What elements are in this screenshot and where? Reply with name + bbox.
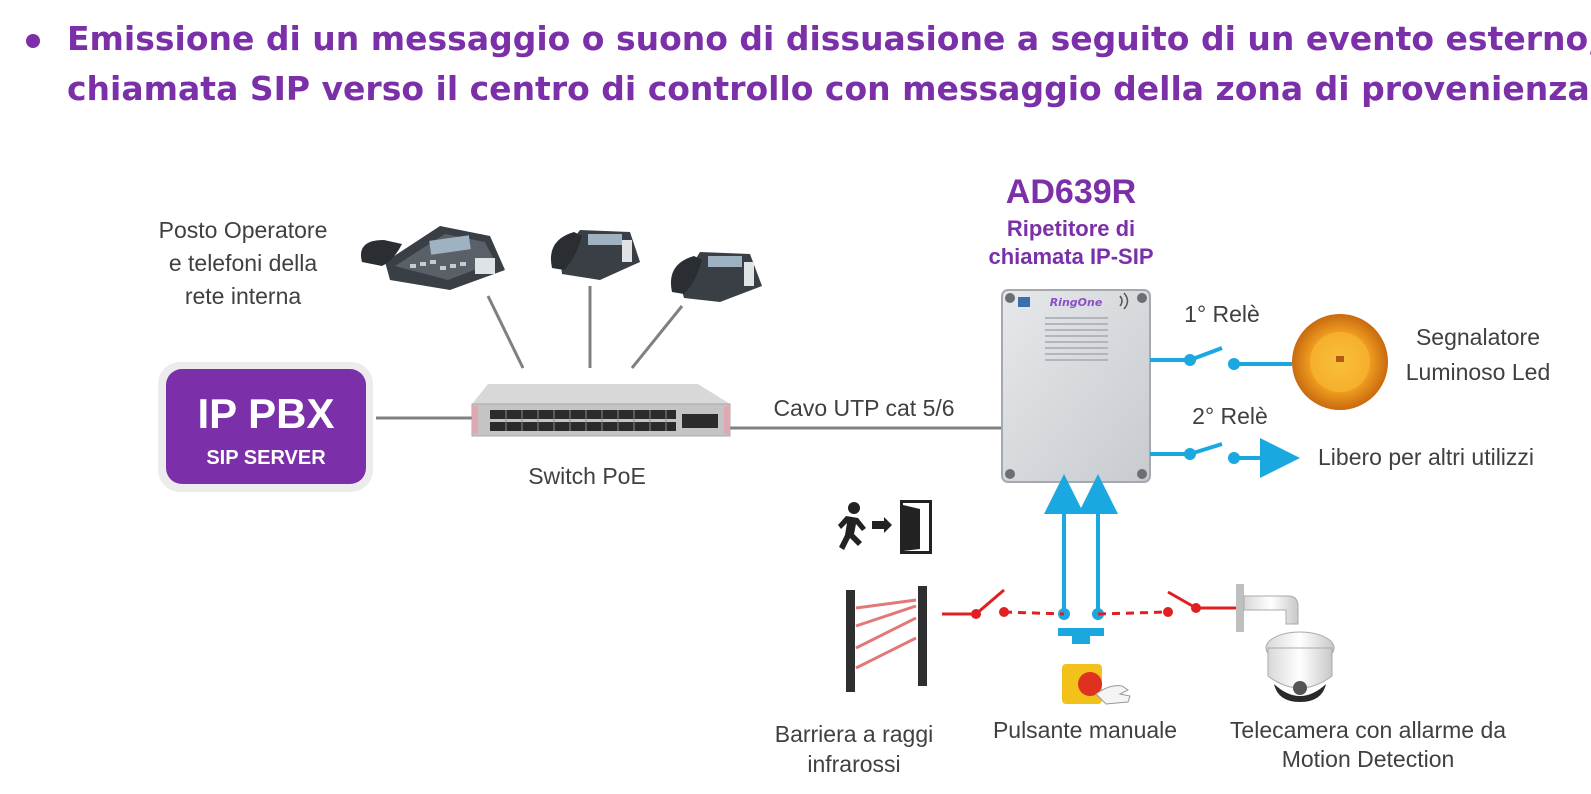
button-label: Pulsante manuale [993,717,1177,743]
page-heading: Emissione di un messaggio o suono di dis… [20,14,1591,114]
svg-text:Posto Operatore: Posto Operatore [159,217,328,243]
barrier-label-2: infrarossi [807,751,900,777]
relay-1-contacts [1184,354,1240,370]
product-model: AD639R [1006,173,1136,211]
pbx-subtitle: SIP SERVER [206,447,326,469]
relay-2-circuit [1150,438,1300,478]
network-lines [376,286,1002,430]
signal-label-2: Luminoso Led [1406,359,1551,385]
device-brand: RingOne [1050,296,1103,309]
switch-label: Switch PoE [528,463,646,489]
product-subtitle-2: chiamata IP-SIP [988,244,1153,269]
relay-1-circuit [1150,346,1292,366]
input-terminals [1058,608,1104,644]
input-wires [1044,474,1118,612]
product-subtitle-1: Ripetitore di [1007,216,1135,241]
manual-button-icon [1062,664,1131,705]
bullet-icon [26,34,40,48]
camera-label-1: Telecamera con allarme da [1230,717,1506,743]
ir-barrier-icon [846,586,927,692]
camera-label-2: Motion Detection [1282,746,1455,772]
operator-label: Posto Operatore e telefoni della rete in… [159,217,328,309]
desk-phone-icon [550,230,640,280]
relay-2-label: 2° Relè [1192,403,1268,429]
svg-text:rete interna: rete interna [185,283,302,309]
desk-phone-icon [670,252,762,302]
poe-switch-icon [471,384,731,437]
free-use-label: Libero per altri utilizzi [1318,444,1534,470]
ip-pbx-box: IP PBX SIP SERVER [158,362,373,492]
led-beacon-icon [1292,314,1388,410]
cable-label: Cavo UTP cat 5/6 [773,395,954,421]
camera-circuit [1097,590,1236,616]
sensor-contacts [971,603,1201,619]
operator-console-icon [360,226,505,290]
emergency-exit-icon [838,500,932,554]
heading-line-1: Emissione di un messaggio o suono di dis… [67,19,1591,58]
barrier-label-1: Barriera a raggi [775,721,934,747]
heading-line-2: chiamata SIP verso il centro di controll… [67,69,1591,108]
svg-text:e telefoni della: e telefoni della [169,250,318,276]
relay-1-label: 1° Relè [1184,301,1260,327]
ptz-camera-icon [1236,584,1335,702]
signal-label-1: Segnalatore [1416,324,1540,350]
pbx-title: IP PBX [198,390,335,437]
ad639r-device-icon: RingOne [1001,289,1151,483]
barrier-circuit [942,588,1065,616]
relay-2-contacts [1184,448,1240,464]
